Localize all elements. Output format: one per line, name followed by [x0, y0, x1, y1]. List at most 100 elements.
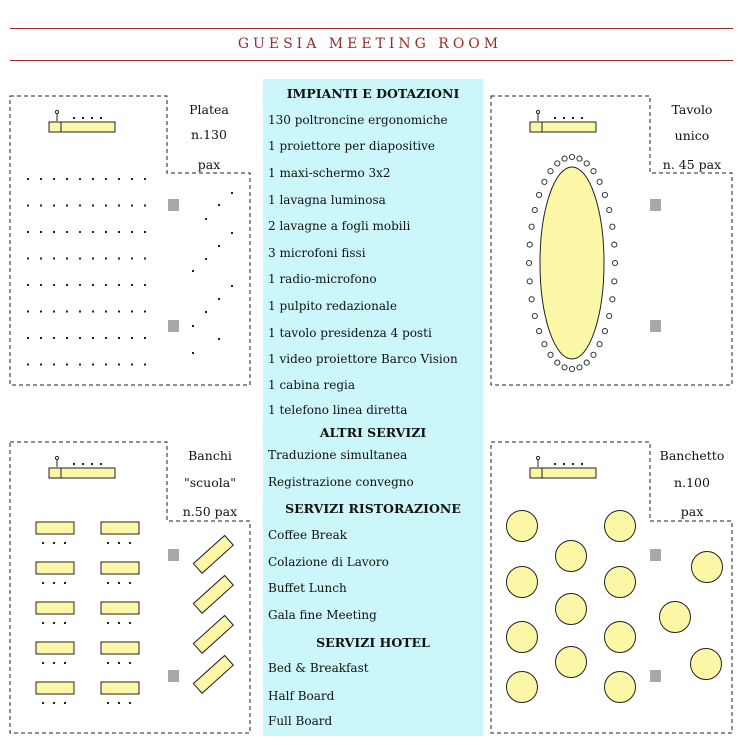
chair-icon — [606, 206, 613, 214]
services-panel — [263, 79, 483, 736]
seat-dot — [118, 310, 120, 313]
seat-dot — [92, 231, 94, 233]
column-pillar — [168, 199, 179, 211]
seat-dot — [27, 284, 29, 286]
chair-icon — [531, 206, 538, 214]
impianti-item: 1 tavolo presidenza 4 posti — [268, 326, 432, 340]
chair-dot — [563, 463, 565, 465]
column-pillar — [650, 320, 661, 332]
round-table — [604, 671, 636, 703]
impianti-item: 1 maxi-schermo 3x2 — [268, 166, 391, 180]
ristorazione-item: Colazione di Lavoro — [268, 555, 389, 569]
hotel-heading: SERVIZI HOTEL — [316, 635, 430, 650]
altri-item: Registrazione convegno — [268, 475, 414, 489]
chair-dot — [129, 662, 131, 664]
round-table — [506, 671, 538, 703]
seat-dot — [131, 310, 133, 313]
banchetto-room-outline — [490, 441, 733, 734]
banchetto-label-2: n.100 — [674, 475, 710, 490]
microphone-icon — [54, 455, 60, 461]
chair-dot — [100, 117, 102, 119]
seat-dot — [66, 363, 68, 366]
microphone-icon — [535, 455, 541, 461]
seat-dot — [218, 338, 220, 340]
ristorazione-heading: SERVIZI RISTORAZIONE — [285, 501, 461, 516]
seat-dot — [40, 257, 42, 260]
seat-dot — [131, 257, 133, 260]
chair-dot — [42, 542, 44, 544]
chair-dot — [118, 702, 120, 704]
single-table — [539, 166, 605, 360]
impianti-item: 1 video proiettore Barco Vision — [268, 352, 458, 366]
chair-icon — [526, 241, 533, 248]
seat-dot — [192, 325, 194, 327]
school-desk — [100, 601, 140, 615]
banchi-label-1: Banchi — [188, 448, 232, 463]
seat-dot — [66, 257, 68, 260]
seat-dot — [205, 258, 207, 260]
seat-dot — [144, 310, 146, 313]
chair-icon — [541, 178, 548, 185]
chair-icon — [611, 241, 618, 248]
seat-dot — [79, 363, 81, 366]
banchi-room-outline — [9, 441, 251, 734]
school-desk — [100, 521, 140, 535]
seat-dot — [144, 178, 146, 180]
chair-dot — [554, 463, 556, 465]
chair-icon — [611, 278, 618, 285]
seat-dot — [131, 178, 133, 180]
chair-dot — [91, 117, 93, 119]
chair-icon — [547, 351, 554, 358]
chair-dot — [118, 582, 120, 584]
chair-icon — [576, 364, 583, 371]
seat-dot — [40, 310, 42, 313]
round-table — [604, 566, 636, 598]
column-pillar — [168, 320, 179, 332]
seat-dot — [105, 178, 107, 180]
seat-dot — [79, 204, 81, 207]
seat-dot — [105, 284, 107, 286]
chair-icon — [611, 259, 619, 267]
seat-dot — [131, 231, 133, 233]
seat-dot — [27, 231, 29, 233]
chair-dot — [581, 463, 583, 465]
chair-dot — [91, 463, 93, 465]
microphone-icon — [535, 109, 541, 115]
altri-heading: ALTRI SERVIZI — [319, 425, 427, 440]
chair-icon — [601, 191, 608, 198]
seat-dot — [105, 310, 107, 313]
tavolo-label-2: unico — [674, 128, 710, 143]
seat-dot — [79, 284, 81, 286]
seat-dot — [53, 178, 55, 180]
seat-dot — [27, 178, 29, 180]
round-table — [555, 593, 587, 625]
platea-label-2: n.130 — [191, 127, 227, 142]
impianti-heading: IMPIANTI E DOTAZIONI — [286, 86, 460, 101]
chair-dot — [107, 662, 109, 664]
chair-icon — [554, 359, 561, 366]
chair-dot — [107, 702, 109, 704]
seat-dot — [144, 363, 146, 366]
chair-dot — [581, 117, 583, 119]
angled-desk — [192, 614, 234, 654]
impianti-item: 130 poltroncine ergonomiche — [268, 113, 448, 127]
chair-dot — [82, 117, 84, 119]
chair-dot — [64, 662, 66, 664]
altri-item: Traduzione simultanea — [268, 448, 408, 462]
seat-dot — [218, 204, 220, 206]
chair-icon — [576, 155, 583, 162]
column-pillar — [650, 670, 661, 682]
chair-icon — [590, 351, 597, 358]
chair-icon — [526, 278, 533, 285]
seat-dot — [105, 337, 107, 339]
bottom-rule — [10, 60, 733, 61]
impianti-item: 1 proiettore per diapositive — [268, 139, 436, 153]
presidency-table — [529, 121, 597, 133]
impianti-item: 1 radio-microfono — [268, 272, 377, 286]
chair-icon — [561, 155, 568, 162]
seat-dot — [131, 284, 133, 286]
ristorazione-item: Buffet Lunch — [268, 581, 347, 595]
chair-dot — [53, 662, 55, 664]
seat-dot — [92, 204, 94, 207]
school-desk — [100, 561, 140, 575]
